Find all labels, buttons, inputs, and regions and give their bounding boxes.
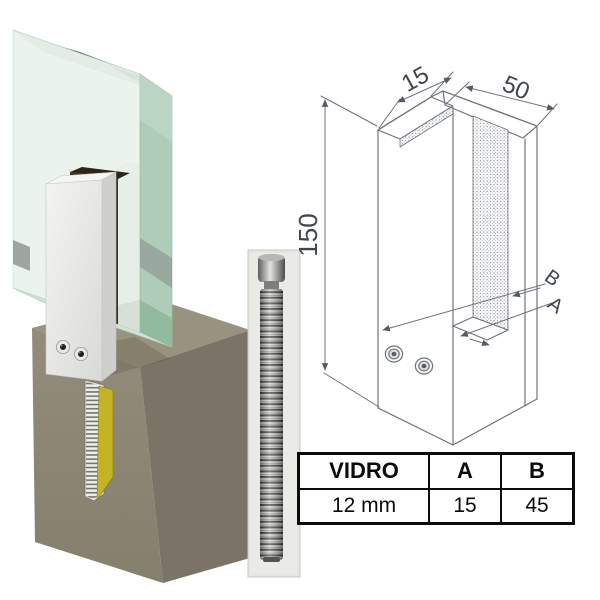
spec-table-header-vidro: VIDRO xyxy=(297,452,430,490)
spec-table-cell-glass-thickness: 12 mm xyxy=(297,487,430,525)
clamp-screw-2 xyxy=(74,346,89,361)
rod-head xyxy=(258,253,285,290)
anchor-bolt-cutaway xyxy=(84,379,114,502)
spec-table: VIDRO A B 12 mm 15 45 xyxy=(297,452,575,525)
spec-table-data-row: 12 mm 15 45 xyxy=(297,487,575,525)
spec-table-cell-b-value: 45 xyxy=(500,487,575,525)
threaded-rod-photo xyxy=(247,249,301,578)
spec-table-header-row: VIDRO A B xyxy=(297,452,575,490)
render-3d-assembly xyxy=(12,29,250,583)
slot-gasket-band xyxy=(472,115,509,331)
drawing-screw-hole-1 xyxy=(384,345,404,363)
dim-15-label: 15 xyxy=(397,61,433,98)
anchor-wedge xyxy=(96,385,114,501)
dim-height xyxy=(320,95,380,408)
drawing-screw-hole-2 xyxy=(414,357,434,375)
clamp-front-jaw xyxy=(45,171,117,382)
spec-table-header-b: B xyxy=(500,452,575,490)
dim-50-label: 50 xyxy=(498,70,533,105)
dim-b-leader xyxy=(382,283,546,332)
dim-depth xyxy=(378,71,454,129)
tech-drawing: 15 50 150 B A xyxy=(293,61,568,446)
dim-b-label: B xyxy=(540,266,564,292)
dim-150-label: 150 xyxy=(293,213,323,256)
dim-a-leader xyxy=(460,302,553,347)
clamp-screw-1 xyxy=(56,339,71,354)
spec-table-header-a: A xyxy=(428,452,502,490)
dim-width xyxy=(445,81,558,126)
spec-table-cell-a-value: 15 xyxy=(428,487,502,525)
dim-a-label: A xyxy=(543,293,567,319)
rod-shaft xyxy=(260,289,283,562)
slot-bottom-face xyxy=(452,316,509,341)
